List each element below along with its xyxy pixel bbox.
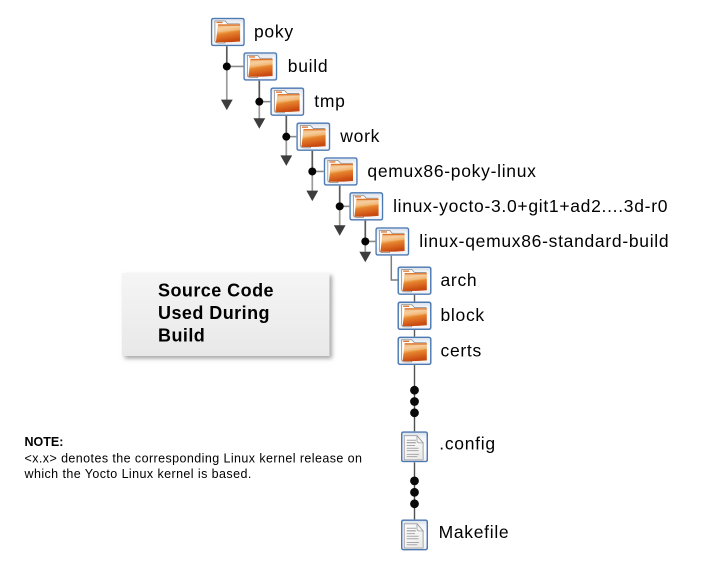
svg-text:Source Code: Source Code (158, 281, 274, 301)
svg-text:tmp: tmp (314, 91, 345, 111)
svg-text:certs: certs (441, 340, 482, 360)
svg-text:linux-qemux86-standard-build: linux-qemux86-standard-build (419, 231, 669, 251)
svg-text:block: block (441, 305, 485, 325)
svg-text:arch: arch (441, 270, 478, 290)
svg-text:which the Yocto Linux kernel i: which the Yocto Linux kernel is based. (24, 467, 252, 481)
svg-text:.config: .config (439, 434, 495, 454)
svg-text:<x.x> denotes the correspondin: <x.x> denotes the corresponding Linux ke… (25, 451, 363, 465)
svg-text:work: work (339, 126, 380, 146)
svg-text:Makefile: Makefile (439, 522, 510, 542)
svg-text:Build: Build (158, 325, 205, 345)
svg-text:poky: poky (254, 21, 294, 41)
svg-text:qemux86-poky-linux: qemux86-poky-linux (367, 161, 536, 181)
svg-text:linux-yocto-3.0+git1+ad2....3d: linux-yocto-3.0+git1+ad2....3d-r0 (393, 196, 668, 216)
svg-text:Used During: Used During (158, 303, 270, 323)
svg-text:build: build (288, 56, 328, 76)
svg-text:NOTE:: NOTE: (25, 435, 64, 449)
